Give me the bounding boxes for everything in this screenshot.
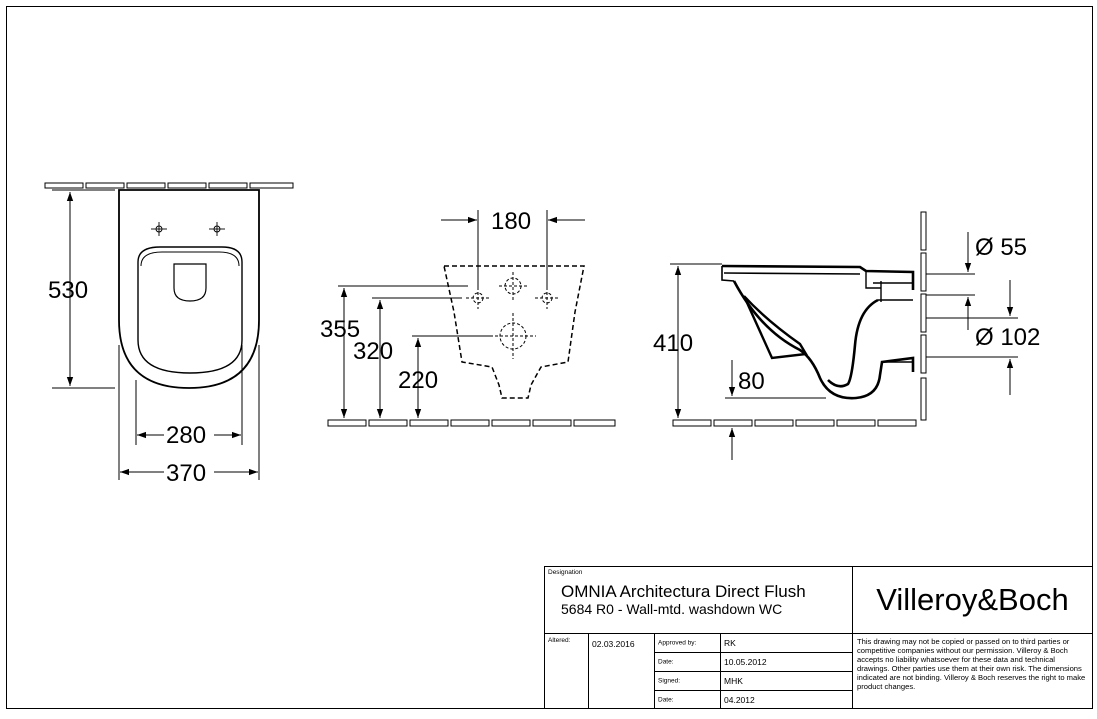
signed-value-cell: MHK (720, 671, 853, 691)
dim-front-inner-width (135, 345, 243, 445)
date-value-cell-1: 10.05.2012 (720, 652, 853, 672)
date-label-cell-1: Date: (654, 652, 721, 672)
signed-label-cell: Signed: (654, 671, 721, 691)
mount-dashed-outline (443, 265, 585, 399)
front-bowl-outline (118, 189, 260, 389)
dim-front-height (52, 189, 115, 389)
designation-label: Designation (548, 569, 583, 576)
dim-side-height (670, 263, 722, 418)
side-bowl-outer (732, 280, 915, 400)
designation-cell: Designation OMNIA Architectura Direct Fl… (544, 566, 853, 634)
label-outlet-height: 80 (738, 368, 765, 395)
label-mount-spacing: 180 (491, 208, 531, 235)
side-rim (721, 264, 915, 290)
side-wall-segments (920, 211, 927, 421)
mount-holes (466, 272, 559, 359)
product-name: OMNIA Architectura Direct Flush (561, 582, 806, 601)
date-value-1: 10.05.2012 (724, 657, 767, 667)
label-mount-height-1: 355 (320, 316, 360, 343)
mount-view (327, 210, 616, 427)
dim-mount-height-2 (372, 297, 462, 418)
disclaimer-text: This drawing may not be copied or passed… (857, 637, 1086, 691)
signed-value: MHK (724, 676, 743, 686)
label-inlet-diameter: Ø 55 (975, 234, 1027, 261)
mount-floor-segments (327, 419, 616, 427)
date-value-cell-2: 04.2012 (720, 690, 853, 709)
label-mount-height-3: 220 (398, 367, 438, 394)
date-value-2: 04.2012 (724, 694, 755, 705)
label-side-height: 410 (653, 330, 693, 357)
label-mount-height-2: 320 (353, 338, 393, 365)
date-label-cell-2: Date: (654, 690, 721, 709)
front-wall-segments (44, 182, 294, 189)
dim-mount-spacing (441, 210, 585, 290)
dim-inlet-diameter (926, 232, 975, 330)
brand-cell: Villeroy&Boch (852, 566, 1093, 634)
dim-outlet-diameter (926, 280, 1018, 395)
approved-by-cell: RK (720, 633, 853, 653)
label-front-inner-width: 280 (166, 422, 206, 449)
front-view (44, 182, 294, 480)
signed-label: Signed: (658, 677, 681, 685)
title-block: Designation OMNIA Architectura Direct Fl… (544, 566, 1093, 709)
label-front-outer-width: 370 (166, 460, 206, 487)
approved-by-label-cell: Approved by: (654, 633, 721, 653)
disclaimer-cell: This drawing may not be copied or passed… (852, 633, 1093, 709)
approved-by-label: Approved by: (658, 639, 697, 647)
altered-date: 02.03.2016 (592, 639, 635, 649)
altered-date-cell: 02.03.2016 (588, 633, 655, 709)
brand-logo: Villeroy&Boch (876, 582, 1069, 617)
dim-mount-height-3 (412, 335, 490, 418)
side-view (670, 211, 1018, 460)
altered-cell: Altered: (544, 633, 589, 709)
dim-outlet-height (725, 360, 826, 460)
side-floor-segments (672, 419, 917, 427)
approved-by-value: RK (724, 638, 736, 648)
label-outlet-diameter: Ø 102 (975, 324, 1040, 351)
front-flush-outlet (173, 263, 207, 302)
side-trap (827, 298, 879, 388)
dim-mount-height-1 (338, 285, 468, 418)
label-front-height: 530 (48, 277, 88, 304)
date-label-1: Date: (658, 658, 674, 666)
front-seat-outline (137, 246, 243, 374)
dim-front-outer-width (118, 345, 260, 480)
front-mount-markers (151, 222, 225, 236)
side-bowl-inner (742, 295, 808, 360)
date-label-2: Date: (658, 696, 674, 703)
product-description: 5684 R0 - Wall-mtd. washdown WC (561, 601, 783, 617)
altered-label: Altered: (548, 637, 571, 644)
